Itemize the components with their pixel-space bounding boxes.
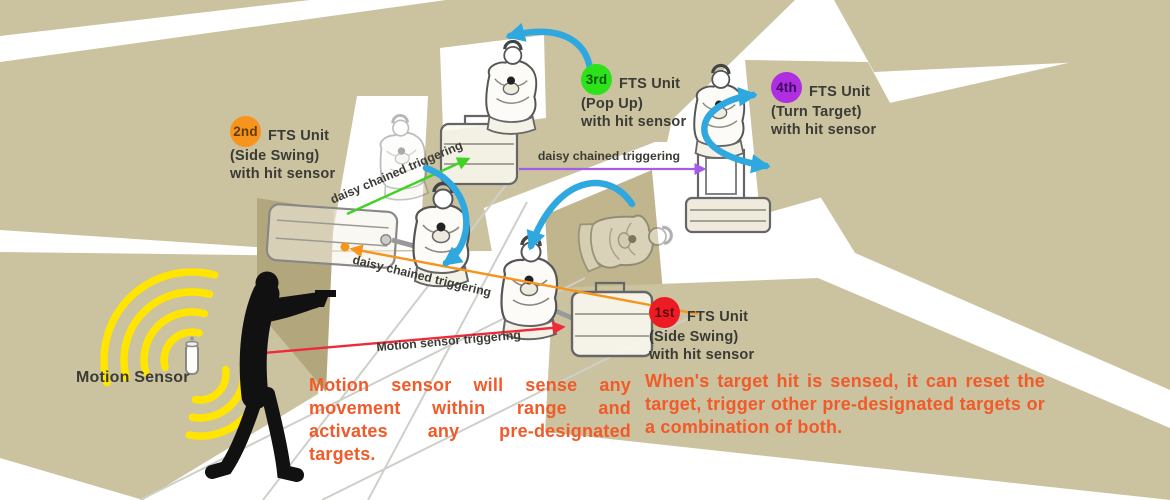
rotation-arrow-icon: [422, 164, 470, 267]
carry-case-icon: [570, 281, 654, 358]
rotation-arrow-icon: [526, 179, 636, 251]
unit-feature: with hit sensor: [581, 113, 687, 130]
motion-sensor-label: Motion Sensor: [76, 369, 190, 386]
rank-badge: 4th: [771, 72, 802, 103]
unit-mode: (Side Swing): [649, 329, 739, 345]
shooter-silhouette: [205, 271, 336, 482]
unit-name: FTS Unit: [809, 83, 871, 100]
motion-sensor-icon: [185, 336, 199, 375]
caption-hit: When's target hit is sensed, it can rese…: [645, 371, 1045, 437]
unit-mode: (Side Swing): [230, 148, 320, 164]
unit-name: FTS Unit: [687, 308, 749, 325]
rotation-arrow-icon: [701, 87, 771, 174]
unit-label-4th: 4th FTS Unit (Turn Target) with hit sens…: [771, 72, 876, 139]
unit-name: FTS Unit: [268, 127, 330, 144]
rank-badge: 2nd: [230, 116, 261, 147]
unit-feature: with hit sensor: [649, 346, 755, 363]
unit-feature: with hit sensor: [230, 165, 336, 182]
arrow-label: daisy chained triggering: [538, 149, 680, 163]
trigger-arrow-purple: daisy chained triggering: [519, 149, 707, 176]
unit-label-3rd: 3rd FTS Unit (Pop Up) with hit sensor: [581, 64, 686, 131]
unit-label-2nd: 2nd FTS Unit (Side Swing) with hit senso…: [230, 116, 335, 183]
unit-label-1st: 1st FTS Unit (Side Swing) with hit senso…: [649, 297, 754, 364]
unit-mode: (Pop Up): [581, 96, 644, 112]
unit-feature: with hit sensor: [771, 121, 877, 138]
rank-badge: 3rd: [581, 64, 612, 95]
unit-name: FTS Unit: [619, 75, 681, 92]
caption-motion: Motion sensor will sense any movement wi…: [309, 375, 631, 464]
unit-mode: (Turn Target): [771, 104, 862, 120]
rank-badge: 1st: [649, 297, 680, 328]
